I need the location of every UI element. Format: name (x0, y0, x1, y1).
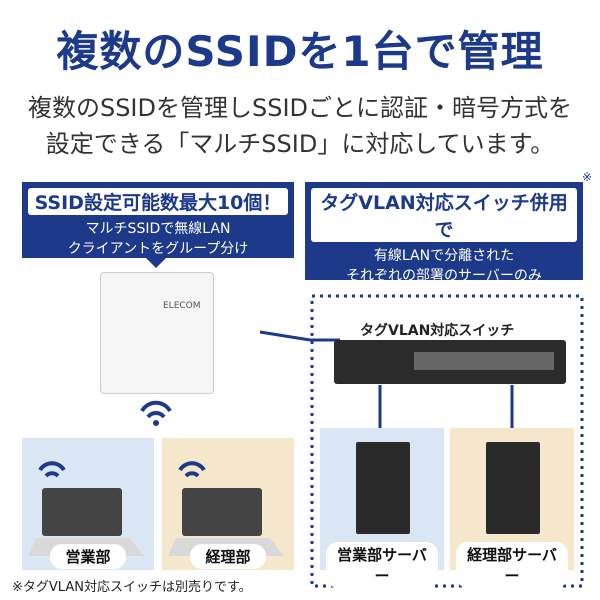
wifi-icon (140, 400, 172, 426)
tag-vlan-switch (334, 340, 566, 384)
label-accounting-server: 経理部サーバー (456, 542, 568, 588)
callout-tag-vlan-body-2: それぞれの部署のサーバーのみ (346, 268, 542, 284)
callout-multi-ssid-heading: SSID設定可能数最大10個！ (28, 188, 288, 215)
subtitle-line-1: 複数のSSIDを管理しSSIDごとに認証・暗号方式を (27, 94, 573, 122)
callout-tag-vlan-body-1: 有線LANで分離された (373, 248, 515, 264)
callout-tag-vlan-body-3: アクセス可能に！ (388, 288, 500, 304)
callout-tag-vlan: タグVLAN対応スイッチ併用で 有線LANで分離された それぞれの部署のサーバー… (305, 182, 583, 304)
callout-multi-ssid: SSID設定可能数最大10個！ マルチSSIDで無線LAN クライアントをグルー… (22, 182, 294, 258)
panel-sales-server: 営業部サーバー (320, 428, 444, 588)
label-accounting: 経理部 (190, 544, 266, 569)
callout-tag-vlan-heading: タグVLAN対応スイッチ併用で (311, 188, 577, 242)
panel-sales-laptop: 営業部 (22, 438, 154, 570)
panel-accounting-server: 経理部サーバー (450, 428, 574, 588)
page-title: 複数のSSIDを1台で管理 (56, 27, 544, 76)
callout-multi-ssid-body-1: マルチSSIDで無線LAN (85, 221, 231, 237)
callout-pointer (146, 258, 166, 268)
label-sales-server: 営業部サーバー (326, 542, 438, 588)
access-point-device: ELECOM (100, 272, 214, 394)
footnote: ※タグVLAN対応スイッチは別売りです。 (12, 580, 252, 595)
server-icon (486, 442, 540, 534)
switch-ports (414, 352, 554, 370)
panel-accounting-laptop: 経理部 (162, 438, 294, 570)
callout-multi-ssid-body-2: クライアントをグループ分け (67, 241, 249, 257)
switch-label: タグVLAN対応スイッチ (360, 323, 515, 339)
subtitle-line-2: 設定できる「マルチSSID」に対応しています。 (45, 130, 555, 158)
label-sales: 営業部 (50, 544, 126, 569)
footnote-mark: ※ (582, 170, 593, 184)
server-icon (356, 442, 410, 534)
device-brand: ELECOM (163, 301, 201, 311)
